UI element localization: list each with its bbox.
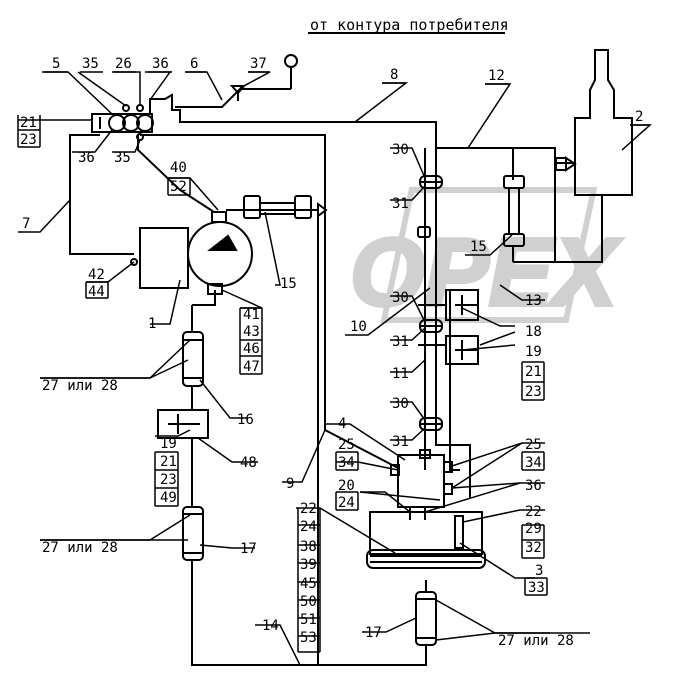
label-27c: 27 или 28 bbox=[498, 633, 574, 649]
consumer-port-icon bbox=[284, 54, 298, 68]
label-35a: 35 bbox=[82, 56, 99, 72]
label-21c: 21 bbox=[160, 454, 177, 470]
label-8: 8 bbox=[390, 67, 398, 83]
label-30b: 30 bbox=[392, 290, 409, 306]
underlines bbox=[17, 71, 650, 653]
label-16: 16 bbox=[237, 412, 254, 428]
label-30c: 30 bbox=[392, 396, 409, 412]
label-44: 44 bbox=[88, 284, 105, 300]
label-41: 41 bbox=[243, 307, 260, 323]
label-26: 26 bbox=[115, 56, 132, 72]
label-19a: 19 bbox=[525, 344, 542, 360]
label-15b: 15 bbox=[470, 239, 487, 255]
component-2 bbox=[555, 49, 633, 196]
label-25b: 25 bbox=[525, 437, 542, 453]
label-37: 37 bbox=[250, 56, 267, 72]
fittings bbox=[417, 175, 443, 431]
filter-15-top bbox=[226, 195, 328, 219]
watermark: ОРЕХ bbox=[348, 187, 624, 328]
label-12: 12 bbox=[488, 68, 505, 84]
label-23c: 23 bbox=[160, 472, 177, 488]
consumer-label: от контура потребителя bbox=[310, 16, 509, 34]
label-36a: 36 bbox=[152, 56, 169, 72]
watermark-text: ОРЕХ bbox=[350, 219, 622, 326]
label-27a: 27 или 28 bbox=[42, 378, 118, 394]
pipelines bbox=[69, 32, 603, 666]
label-21b: 21 bbox=[525, 364, 542, 380]
label-20: 20 bbox=[338, 478, 355, 494]
label-11: 11 bbox=[392, 366, 409, 382]
label-50: 50 bbox=[300, 594, 317, 610]
label-53: 53 bbox=[300, 630, 317, 646]
label-24a: 24 bbox=[338, 495, 355, 511]
label-22a: 22 bbox=[300, 501, 317, 517]
label-51: 51 bbox=[300, 612, 317, 628]
label-31c: 31 bbox=[392, 434, 409, 450]
label-23b: 23 bbox=[525, 384, 542, 400]
label-31a: 31 bbox=[392, 196, 409, 212]
label-6: 6 bbox=[190, 56, 198, 72]
label-9: 9 bbox=[286, 476, 294, 492]
label-46: 46 bbox=[243, 341, 260, 357]
label-25a: 25 bbox=[338, 437, 355, 453]
label-39: 39 bbox=[300, 557, 317, 573]
label-36b: 36 bbox=[78, 150, 95, 166]
label-15a: 15 bbox=[280, 276, 297, 292]
labels: от контура потребителя 5 35 26 36 6 37 8… bbox=[20, 16, 643, 649]
label-27b: 27 или 28 bbox=[42, 540, 118, 556]
label-43: 43 bbox=[243, 324, 260, 340]
label-42: 42 bbox=[88, 267, 105, 283]
label-5: 5 bbox=[52, 56, 60, 72]
label-31b: 31 bbox=[392, 334, 409, 350]
label-30a: 30 bbox=[392, 142, 409, 158]
label-23a: 23 bbox=[20, 132, 37, 148]
label-49: 49 bbox=[160, 490, 177, 506]
label-48: 48 bbox=[240, 455, 257, 471]
label-36c: 36 bbox=[525, 478, 542, 494]
filter-15-right bbox=[503, 175, 525, 247]
label-2: 2 bbox=[635, 109, 643, 125]
label-3: 3 bbox=[535, 563, 543, 579]
label-18: 18 bbox=[525, 324, 542, 340]
label-33: 33 bbox=[528, 580, 545, 596]
label-24b: 24 bbox=[300, 519, 317, 535]
pump-1 bbox=[130, 211, 253, 295]
label-22b: 22 bbox=[525, 504, 542, 520]
label-17a: 17 bbox=[240, 541, 257, 557]
label-52: 52 bbox=[170, 179, 187, 195]
label-19b: 19 bbox=[160, 436, 177, 452]
label-14: 14 bbox=[262, 618, 279, 634]
label-10: 10 bbox=[350, 319, 367, 335]
label-29: 29 bbox=[525, 521, 542, 537]
label-34b: 34 bbox=[525, 455, 542, 471]
label-4: 4 bbox=[338, 416, 346, 432]
label-1: 1 bbox=[148, 316, 156, 332]
label-7: 7 bbox=[22, 216, 30, 232]
label-35b: 35 bbox=[114, 150, 131, 166]
valve-block-18 bbox=[445, 289, 479, 365]
label-32: 32 bbox=[525, 540, 542, 556]
label-38: 38 bbox=[300, 539, 317, 555]
label-17b: 17 bbox=[365, 625, 382, 641]
label-40: 40 bbox=[170, 160, 187, 176]
component-19-left bbox=[157, 409, 209, 439]
label-45: 45 bbox=[300, 576, 317, 592]
label-21a: 21 bbox=[20, 115, 37, 131]
label-34a: 34 bbox=[338, 455, 355, 471]
label-13: 13 bbox=[525, 293, 542, 309]
label-47: 47 bbox=[243, 359, 260, 375]
